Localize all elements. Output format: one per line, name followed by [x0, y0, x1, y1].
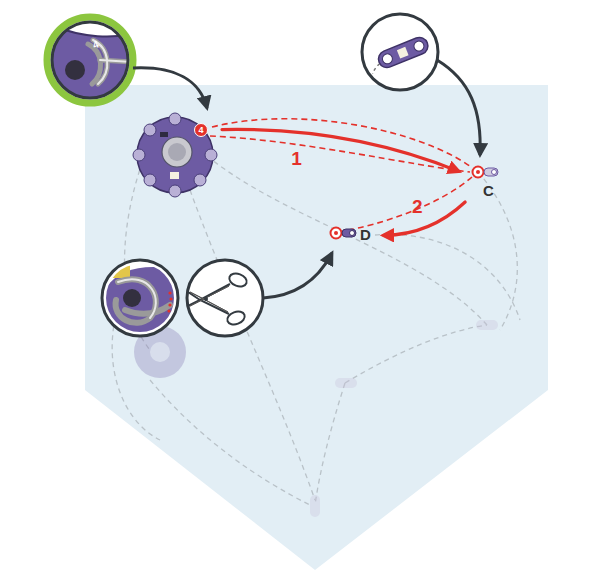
led-d: D — [330, 226, 376, 245]
node-label: D — [360, 226, 371, 243]
step-arrow — [384, 202, 465, 235]
pin-marker: 4 — [194, 123, 208, 137]
node-label: 4 — [198, 126, 203, 135]
led-c: C — [471, 164, 501, 201]
node-label: C — [483, 182, 494, 199]
step-number: 2 — [412, 197, 423, 216]
step-number: 1 — [291, 149, 302, 168]
step-arrow — [222, 129, 458, 171]
